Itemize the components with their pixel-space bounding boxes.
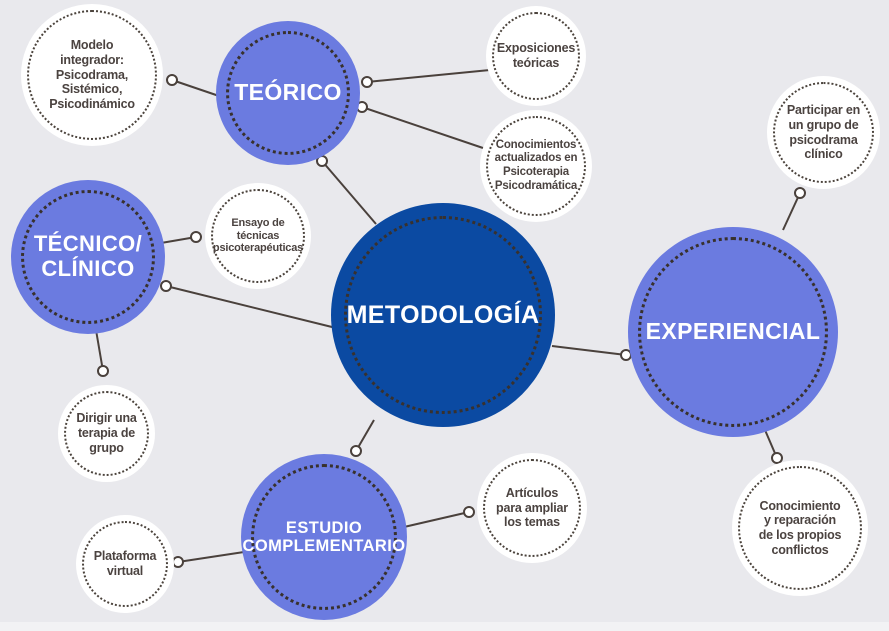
node-conocimientos-actualizados: Conocimientos actualizados en Psicoterap… [480, 110, 592, 222]
node-plataforma-virtual-label: Plataforma virtual [93, 549, 157, 578]
node-articulos-ampliar: Artículos para ampliar los temas [477, 453, 587, 563]
node-ensayo-tecnicas: Ensayo de técnicas psicoterapéuticas [205, 183, 311, 289]
connector-teorico-exposiciones [366, 69, 491, 83]
connector-ring [794, 187, 806, 199]
node-conocimiento-reparacion: Conocimiento y reparación de los propios… [732, 460, 868, 596]
node-participar-grupo-label: Participar en un grupo de psicodrama clí… [786, 103, 861, 162]
node-conocimientos-actualizados-label: Conocimientos actualizados en Psicoterap… [494, 138, 578, 192]
node-plataforma-virtual: Plataforma virtual [76, 515, 174, 613]
connector-experiencial-participar [782, 192, 801, 231]
connector-estudio-plataforma [177, 551, 245, 563]
connector-ring [160, 280, 172, 292]
node-tecnico-clinico: TÉCNICO/ CLÍNICO [11, 180, 165, 334]
connector-ring [190, 231, 202, 243]
connector-teorico-conocimientos [361, 106, 484, 149]
connector-ring [463, 506, 475, 518]
node-experiencial: EXPERIENCIAL [628, 227, 838, 437]
node-metodologia: METODOLOGÍA [331, 203, 555, 427]
node-modelo-integrador-label: Modelo integrador: Psicodrama, Sistémico… [49, 38, 135, 112]
node-exposiciones-teoricas: Exposiciones teóricas [486, 6, 586, 106]
connector-teorico-metodologia [321, 160, 377, 225]
node-estudio-complementario-label: ESTUDIO COMPLEMENTARIO [242, 518, 406, 555]
node-estudio-complementario: ESTUDIO COMPLEMENTARIO [241, 454, 407, 620]
connector-tecnico-metodologia [165, 285, 337, 329]
node-tecnico-clinico-label: TÉCNICO/ CLÍNICO [33, 231, 143, 281]
node-exposiciones-teoricas-label: Exposiciones teóricas [496, 41, 576, 70]
node-teorico-label: TEÓRICO [234, 79, 342, 106]
connector-estudio-articulos [403, 511, 470, 528]
node-conocimiento-reparacion-label: Conocimiento y reparación de los propios… [758, 498, 842, 557]
node-ensayo-tecnicas-label: Ensayo de técnicas psicoterapéuticas [212, 216, 304, 255]
node-dirigir-terapia: Dirigir una terapia de grupo [58, 385, 155, 482]
connector-ring [361, 76, 373, 88]
connector-ring [771, 452, 783, 464]
connector-ring [166, 74, 178, 86]
node-participar-grupo: Participar en un grupo de psicodrama clí… [767, 76, 880, 189]
node-articulos-ampliar-label: Artículos para ampliar los temas [496, 485, 568, 530]
connector-ring [172, 556, 184, 568]
node-teorico: TEÓRICO [216, 21, 360, 165]
node-modelo-integrador: Modelo integrador: Psicodrama, Sistémico… [21, 4, 163, 146]
node-metodologia-label: METODOLOGÍA [346, 301, 540, 329]
connector-ring [97, 365, 109, 377]
connector-ring [350, 445, 362, 457]
connector-tecnico-dirigir [95, 329, 104, 372]
connector-metodologia-experiencial [551, 345, 627, 356]
node-dirigir-terapia-label: Dirigir una terapia de grupo [76, 411, 137, 455]
bottom-margin-strip [0, 622, 889, 631]
connector-modelo-teorico [171, 79, 223, 98]
node-experiencial-label: EXPERIENCIAL [645, 318, 821, 345]
